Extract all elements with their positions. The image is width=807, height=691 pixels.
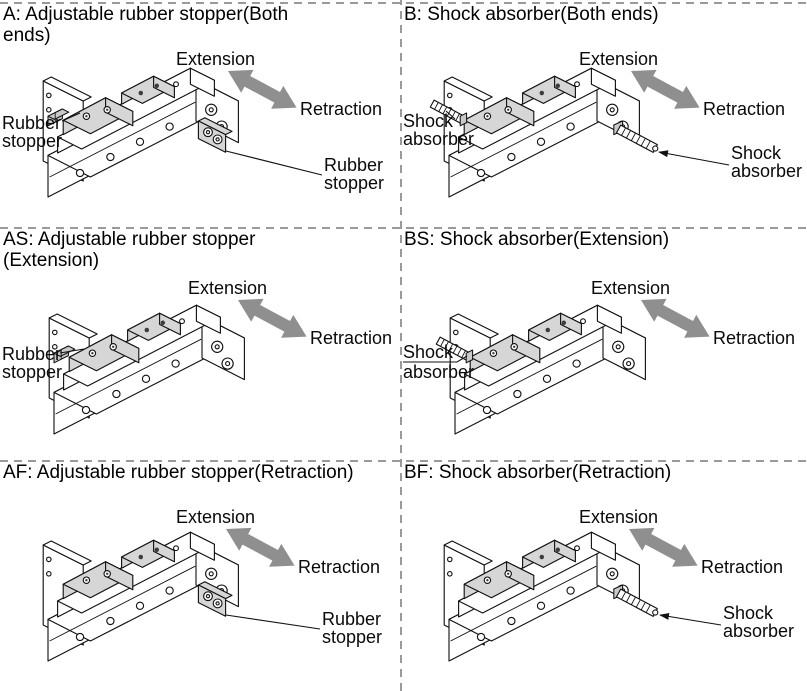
- panel-title-line: ends): [3, 25, 51, 46]
- panel-title-line: BS: Shock absorber(Extension): [404, 229, 670, 250]
- leader-line-arrow: [659, 613, 722, 626]
- panel-bs-shock-absorber-extension: BS: Shock absorber(Extension) Extension …: [401, 228, 807, 461]
- panel-title-line: AF: Adjustable rubber stopper(Retraction…: [3, 462, 354, 483]
- panel-bf-shock-absorber-retraction: BF: Shock absorber(Retraction) Extension…: [401, 461, 807, 691]
- shock-absorber-label: absorber: [403, 129, 474, 149]
- diagram-as: Extension Retraction Rubber stopper: [2, 278, 392, 435]
- motion-arrow: [631, 69, 700, 109]
- leader-line: [225, 614, 321, 630]
- panel-b-shock-absorber-both-ends: B: Shock absorber(Both ends) Extension R…: [401, 3, 807, 228]
- diagram-a: Extension Retraction Rubber stopper Rubb…: [2, 49, 384, 198]
- cylinder-drawing: [42, 531, 239, 662]
- panel-title-line: AS: Adjustable rubber stopper: [3, 229, 256, 250]
- motion-arrow: [629, 527, 698, 567]
- motion-arrow: [641, 298, 710, 338]
- extension-label: Extension: [579, 507, 658, 527]
- extension-label: Extension: [591, 278, 670, 298]
- cylinder-drawing: [42, 67, 239, 198]
- rubber-stopper-label: Rubber: [324, 155, 383, 175]
- retraction-label: Retraction: [703, 99, 785, 119]
- leader-line: [59, 348, 85, 354]
- shock-absorber-label: absorber: [403, 362, 474, 382]
- extension-label: Extension: [176, 49, 255, 69]
- leader-line: [403, 355, 468, 363]
- shock-absorber-label: Shock: [403, 342, 454, 362]
- panel-title-line: BF: Shock absorber(Retraction): [404, 462, 672, 483]
- rubber-stopper-label: stopper: [2, 362, 62, 382]
- divider-row2-row3: [0, 460, 807, 462]
- retraction-label: Retraction: [701, 557, 783, 577]
- retraction-label: Retraction: [310, 328, 392, 348]
- cylinder-drawing: [48, 304, 245, 435]
- diagram-bs: Extension Retraction Shock absorber: [403, 278, 795, 435]
- diagram-b: Extension Retraction Shock absorber Shoc…: [403, 49, 802, 198]
- divider-row1-row2: [0, 227, 807, 229]
- rubber-stopper-label: Rubber: [322, 609, 381, 629]
- panel-af-rubber-stopper-retraction: AF: Adjustable rubber stopper(Retraction…: [0, 461, 400, 691]
- motion-arrow: [238, 298, 307, 338]
- rubber-stopper-label: stopper: [324, 173, 384, 193]
- retraction-label: Retraction: [713, 328, 795, 348]
- slide-cylinder: [449, 304, 646, 435]
- slide-cylinder: [443, 531, 640, 662]
- cylinder-drawing: [443, 531, 659, 662]
- shock-absorber-label: absorber: [723, 621, 794, 641]
- retraction-label: Retraction: [300, 99, 382, 119]
- panel-title-line: B: Shock absorber(Both ends): [404, 4, 659, 25]
- panel-title-line: (Extension): [3, 250, 100, 271]
- extension-label: Extension: [579, 49, 658, 69]
- motion-arrow: [226, 527, 295, 567]
- panel-as-rubber-stopper-extension: AS: Adjustable rubber stopper (Extension…: [0, 228, 400, 461]
- panel-a-rubber-stopper-both-ends: A: Adjustable rubber stopper(Both ends) …: [0, 3, 400, 228]
- divider-top: [0, 2, 807, 4]
- rubber-stopper-label: stopper: [2, 131, 62, 151]
- shock-absorber-label: absorber: [731, 161, 802, 181]
- leader-line: [445, 110, 456, 120]
- leader-line: [61, 112, 81, 122]
- rubber-stopper-label: stopper: [322, 627, 382, 647]
- extension-label: Extension: [176, 507, 255, 527]
- panel-title: AS: Adjustable rubber stopper (Extension…: [3, 229, 255, 271]
- leader-line-arrow: [658, 150, 730, 166]
- shock-absorber-label: Shock: [731, 143, 782, 163]
- divider-columns: [400, 0, 402, 691]
- extension-label: Extension: [188, 278, 267, 298]
- panel-title-line: A: Adjustable rubber stopper(Both: [3, 4, 289, 25]
- panel-title: BS: Shock absorber(Extension): [404, 229, 669, 250]
- retraction-label: Retraction: [298, 557, 380, 577]
- shock-absorber-label: Shock: [723, 603, 774, 623]
- leader-line: [225, 150, 323, 176]
- rubber-stopper-label: Rubber: [2, 344, 61, 364]
- diagram-bf: Extension Retraction Shock absorber: [443, 507, 794, 662]
- panel-title: A: Adjustable rubber stopper(Both ends): [3, 4, 288, 46]
- panel-title: AF: Adjustable rubber stopper(Retraction…: [3, 462, 354, 483]
- slide-cylinder: [48, 304, 245, 435]
- diagram-af: Extension Retraction Rubber stopper: [42, 507, 382, 662]
- shock-absorber-label: Shock: [403, 111, 454, 131]
- panel-title: BF: Shock absorber(Retraction): [404, 462, 671, 483]
- rubber-stopper-label: Rubber: [2, 113, 61, 133]
- panel-title: B: Shock absorber(Both ends): [404, 4, 659, 25]
